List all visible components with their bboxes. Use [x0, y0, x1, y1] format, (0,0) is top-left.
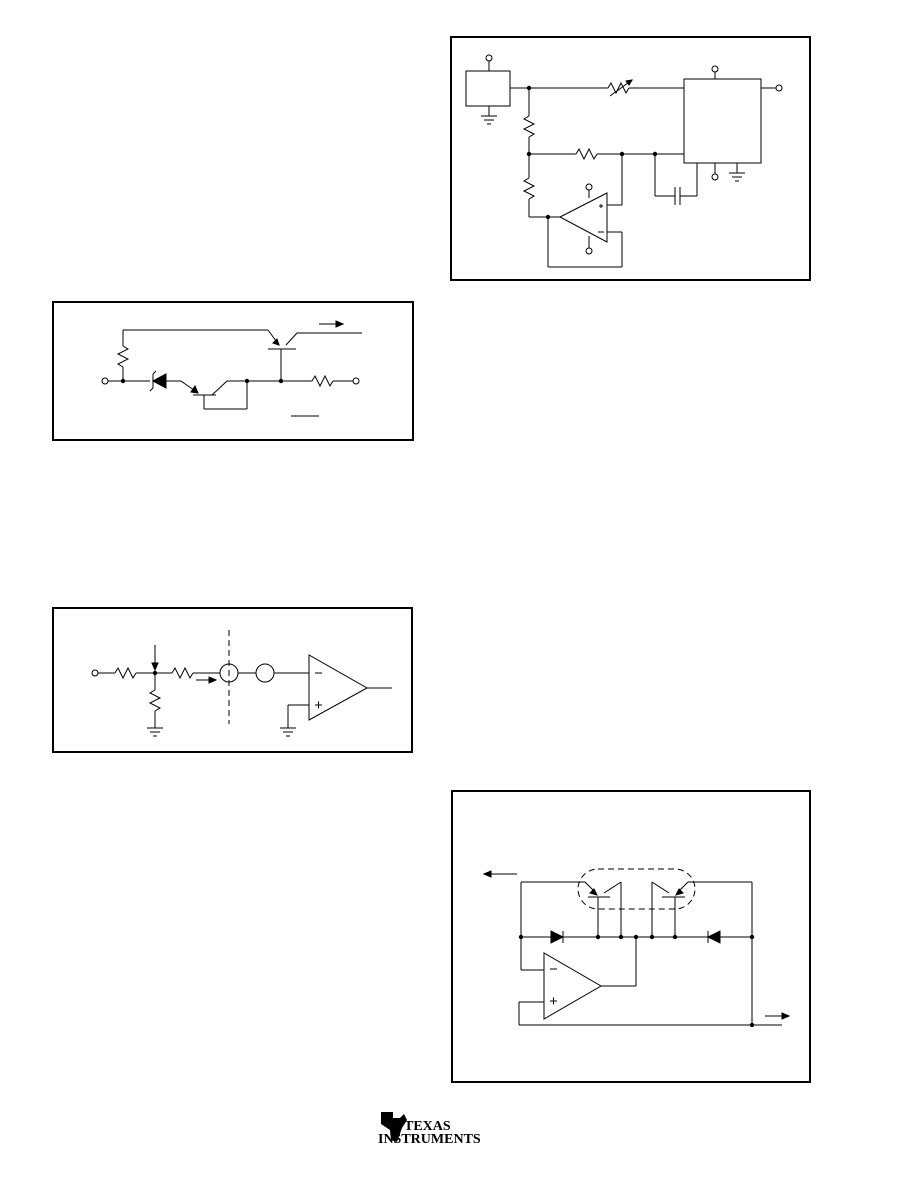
terminal — [775, 84, 783, 92]
terminal — [91, 669, 99, 677]
resistor — [171, 666, 194, 680]
terminal — [711, 65, 719, 73]
junction-circle — [255, 663, 275, 683]
ground-symbol — [280, 727, 296, 737]
op-amp — [558, 192, 608, 243]
op-amp — [308, 654, 369, 721]
diagram-frame-a — [450, 36, 811, 281]
resistor — [148, 689, 162, 712]
logo-line-1: TEXAS — [404, 1119, 451, 1134]
resistor — [575, 147, 598, 161]
texas-state-icon — [381, 1112, 407, 1142]
matched-pair-package — [577, 868, 696, 910]
texas-instruments-logo — [381, 1112, 407, 1142]
circuit-diagram-a — [450, 36, 811, 281]
circuit-diagram-c — [52, 607, 413, 753]
circuit-diagram-d — [451, 790, 811, 1083]
diagram-frame-b — [52, 301, 414, 441]
resistor — [116, 345, 130, 368]
circuit-diagram-b — [52, 301, 414, 441]
ic-block — [683, 78, 762, 164]
terminal — [585, 247, 593, 255]
resistor — [522, 177, 536, 200]
resistor — [114, 666, 137, 680]
resistor — [522, 115, 536, 138]
diode — [550, 930, 565, 944]
variable-resistor — [607, 81, 630, 95]
terminal — [485, 54, 493, 62]
terminal — [711, 173, 719, 181]
logo-line-2: INSTRUMENTS — [378, 1132, 481, 1147]
ground-symbol — [729, 172, 745, 182]
terminal — [352, 377, 360, 385]
ground-symbol — [147, 727, 163, 737]
terminal — [101, 377, 109, 385]
ground-symbol — [481, 115, 497, 125]
op-amp — [543, 952, 602, 1020]
terminal — [585, 183, 593, 191]
resistor — [311, 374, 334, 388]
